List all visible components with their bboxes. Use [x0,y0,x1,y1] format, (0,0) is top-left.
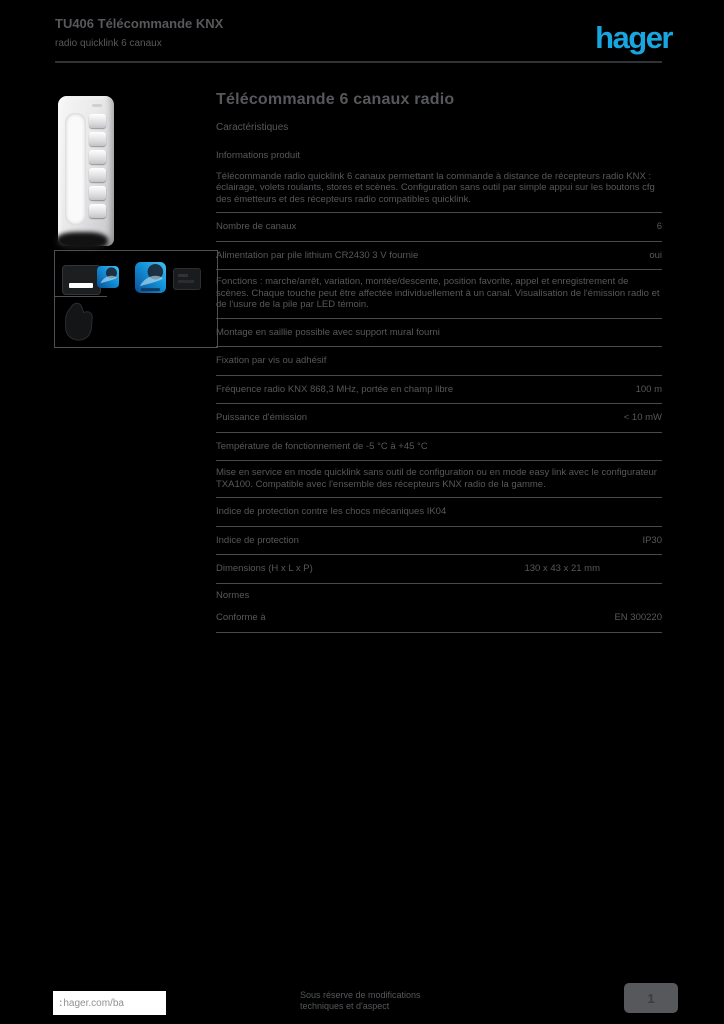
hager-colon-mark: : [59,997,63,1009]
header-divider [55,61,662,63]
remote-led [92,104,102,107]
table-row: Température de fonctionnement de -5 °C à… [216,437,662,461]
page-number-badge: 1 [624,983,678,1013]
knx-radio-icon [173,268,201,290]
remote-button-column [89,114,107,222]
table-row: Fixation par vis ou adhésif [216,351,662,376]
table-paragraph: Mise en service en mode quicklink sans o… [216,465,662,498]
remote-button [89,168,106,182]
table-row: Montage en saillie possible avec support… [216,323,662,347]
table-row: Dimensions (H x L x P) 130 x 43 x 21 mm [216,559,662,584]
table-row: Indice de protection IP30 [216,531,662,555]
quicklink-icon-large [135,262,166,298]
hager-logo: hager [595,20,673,55]
feature-icon-grid [54,250,218,348]
remote-button [89,114,106,128]
main-content: Télécommande 6 canaux radio Caractéristi… [216,91,662,637]
manual-control-icon [59,301,97,348]
remote-button [89,132,106,146]
quicklink-icon-small [97,266,119,293]
table-row: Alimentation par pile lithium CR2430 3 V… [216,246,662,270]
product-shadow [56,232,108,250]
page-title: Télécommande 6 canaux radio [216,91,455,108]
section-subtitle: Caractéristiques [216,122,289,133]
table-row: Nombre de canaux 6 [216,217,662,242]
table-paragraph: Télécommande radio quicklink 6 canaux pe… [216,169,662,213]
footer-website-link[interactable]: : hager.com/ba [53,991,166,1015]
technical-table: Informations produit Télécommande radio … [216,148,662,633]
product-subtitle: radio quicklink 6 canaux [55,38,162,49]
product-photo-remote [58,96,114,246]
footer-url: hager.com/ba [63,997,124,1009]
remote-label-slot [65,113,86,225]
table-row: Indice de protection contre les chocs mé… [216,502,662,527]
table-row: Puissance d'émission < 10 mW [216,408,662,433]
remote-button [89,204,106,218]
footer-note: Sous réserve de modifications techniques… [300,990,421,1011]
table-row: Conforme à EN 300220 [216,608,662,633]
icon-grid-divider [55,296,107,297]
product-reference: TU406 Télécommande KNX [55,16,224,31]
remote-button [89,186,106,200]
table-row: Fréquence radio KNX 868,3 MHz, portée en… [216,380,662,404]
remote-button [89,150,106,164]
table-paragraph: Fonctions : marche/arrêt, variation, mon… [216,274,662,319]
battery-icon [62,265,101,295]
table-section-header: Informations produit [216,150,300,161]
table-section-header: Normes [216,589,250,601]
